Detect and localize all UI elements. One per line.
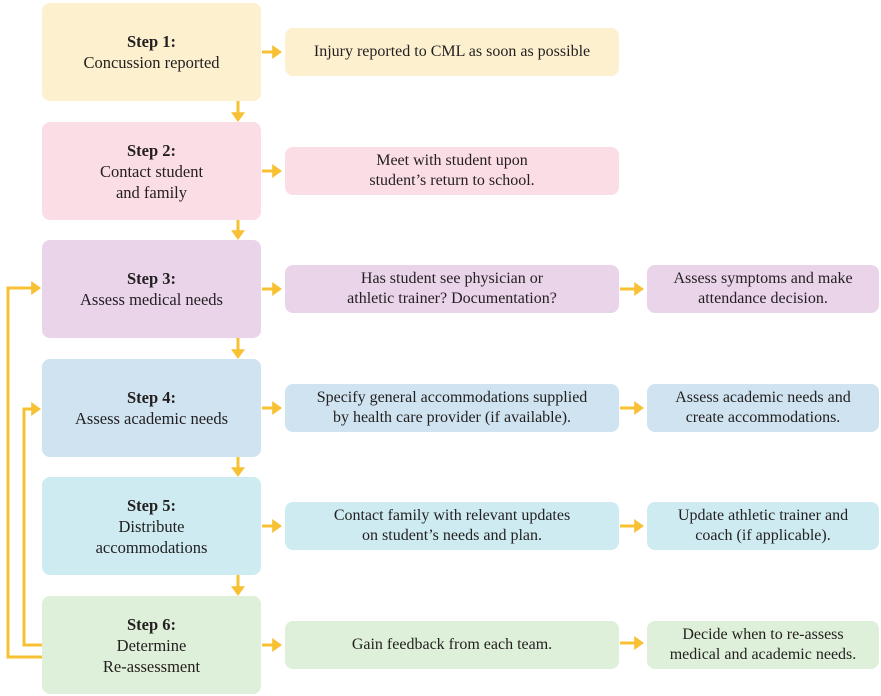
step-5-label-line-1: Distribute — [118, 516, 185, 536]
step-5-action-1-line-2: on student’s needs and plan. — [362, 527, 542, 544]
step-3-action-1-line-2: athletic trainer? Documentation? — [347, 290, 557, 307]
step-3-action-2-line-2: attendance decision. — [698, 290, 828, 307]
step-1-action-1-line-1: Injury reported to CML as soon as possib… — [313, 43, 591, 60]
step-6-action-2-line-1: Decide when to re-assess — [682, 626, 844, 643]
step-2-label-line-2: and family — [115, 182, 188, 202]
step-4-action-2-line-1: Assess academic needs and — [675, 389, 851, 406]
step-1-to-action-1-arrow-head — [272, 45, 282, 59]
step-1-action-1: Injury reported to CML as soon as possib… — [285, 28, 619, 76]
step-5-action-2-line-1: Update athletic trainer and — [677, 507, 849, 524]
loop-step-6-to-step-3-line — [6, 286, 42, 659]
step-1-label: Concussion reported — [83, 53, 220, 72]
step-3-action-1: Has student see physician or athletic tr… — [285, 265, 619, 313]
step-5-action-1-line-1: Contact family with relevant updates — [333, 507, 571, 524]
step-3-box: Step 3: Assess medical needs — [42, 240, 261, 338]
step-6-action-1-to-action-2-arrow-head — [634, 636, 644, 650]
step-3-action-2: Assess symptoms and make attendance deci… — [647, 265, 879, 313]
step-3-action-1-line-1: Has student see physician or — [360, 270, 544, 287]
step-6-box: Step 6: Determine Re-assessment — [42, 596, 261, 694]
step-3-to-action-1-arrow-head — [272, 282, 282, 296]
step-4-action-1: Specify general accommodations supplied … — [285, 384, 619, 432]
step-3-title: Step 3: — [126, 269, 177, 288]
step-4-action-1-line-2: by health care provider (if available). — [332, 409, 572, 426]
step-4-action-1-to-action-2-arrow-head — [634, 401, 644, 415]
step-4-to-action-1-arrow-head — [272, 401, 282, 415]
step-6-action-2-line-2: medical and academic needs. — [669, 646, 857, 663]
step-2-title: Step 2: — [126, 140, 177, 160]
step-6-to-action-1-arrow-head — [272, 638, 282, 652]
step-4-to-step-5-arrow-head — [231, 467, 245, 477]
step-3-to-step-4-arrow-head — [231, 349, 245, 359]
step-4-label: Assess academic needs — [74, 409, 229, 428]
step-5-action-1: Contact family with relevant updates on … — [285, 502, 619, 550]
step-2-action-1: Meet with student upon student’s return … — [285, 147, 619, 195]
loop-step-6-to-step-4-line — [22, 407, 42, 647]
step-5-title: Step 5: — [126, 495, 177, 515]
step-5-box: Step 5: Distribute accommodations — [42, 477, 261, 575]
step-2-label-line-1: Contact student — [99, 161, 204, 181]
step-6-title: Step 6: — [126, 614, 177, 634]
step-5-action-2: Update athletic trainer and coach (if ap… — [647, 502, 879, 550]
step-6-label-line-1: Determine — [116, 635, 187, 655]
step-5-to-action-1-arrow-head — [272, 519, 282, 533]
step-6-action-1: Gain feedback from each team. — [285, 621, 619, 669]
step-5-action-1-to-action-2-arrow-head — [634, 519, 644, 533]
step-4-box: Step 4: Assess academic needs — [42, 359, 261, 457]
step-6-action-1-line-1: Gain feedback from each team. — [351, 636, 553, 653]
step-1-box: Step 1: Concussion reported — [42, 3, 261, 101]
step-3-action-2-line-1: Assess symptoms and make — [673, 270, 853, 287]
step-1-to-step-2-arrow-head — [231, 112, 245, 122]
step-2-box: Step 2: Contact student and family — [42, 122, 261, 220]
step-2-action-1-line-1: Meet with student upon — [376, 152, 528, 169]
loop-step-6-to-step-4-arrow-head — [31, 402, 41, 416]
step-4-action-2-line-2: create accommodations. — [685, 409, 841, 426]
step-4-action-1-line-1: Specify general accommodations supplied — [316, 389, 588, 406]
step-1-title: Step 1: — [126, 32, 177, 51]
step-3-action-1-to-action-2-arrow-head — [634, 282, 644, 296]
loop-step-6-to-step-3-arrow-head — [31, 281, 41, 295]
step-5-action-2-line-2: coach (if applicable). — [695, 527, 831, 544]
step-2-action-1-line-2: student’s return to school. — [369, 172, 535, 189]
step-5-to-step-6-arrow-head — [231, 586, 245, 596]
step-3-label: Assess medical needs — [80, 290, 223, 309]
step-4-action-2: Assess academic needs and create accommo… — [647, 384, 879, 432]
step-2-to-action-1-arrow-head — [272, 164, 282, 178]
step-6-label-line-2: Re-assessment — [102, 656, 201, 676]
step-5-label-line-2: accommodations — [95, 537, 208, 557]
step-4-title: Step 4: — [126, 388, 177, 407]
step-2-to-step-3-arrow-head — [231, 230, 245, 240]
step-6-action-2: Decide when to re-assess medical and aca… — [647, 621, 879, 669]
